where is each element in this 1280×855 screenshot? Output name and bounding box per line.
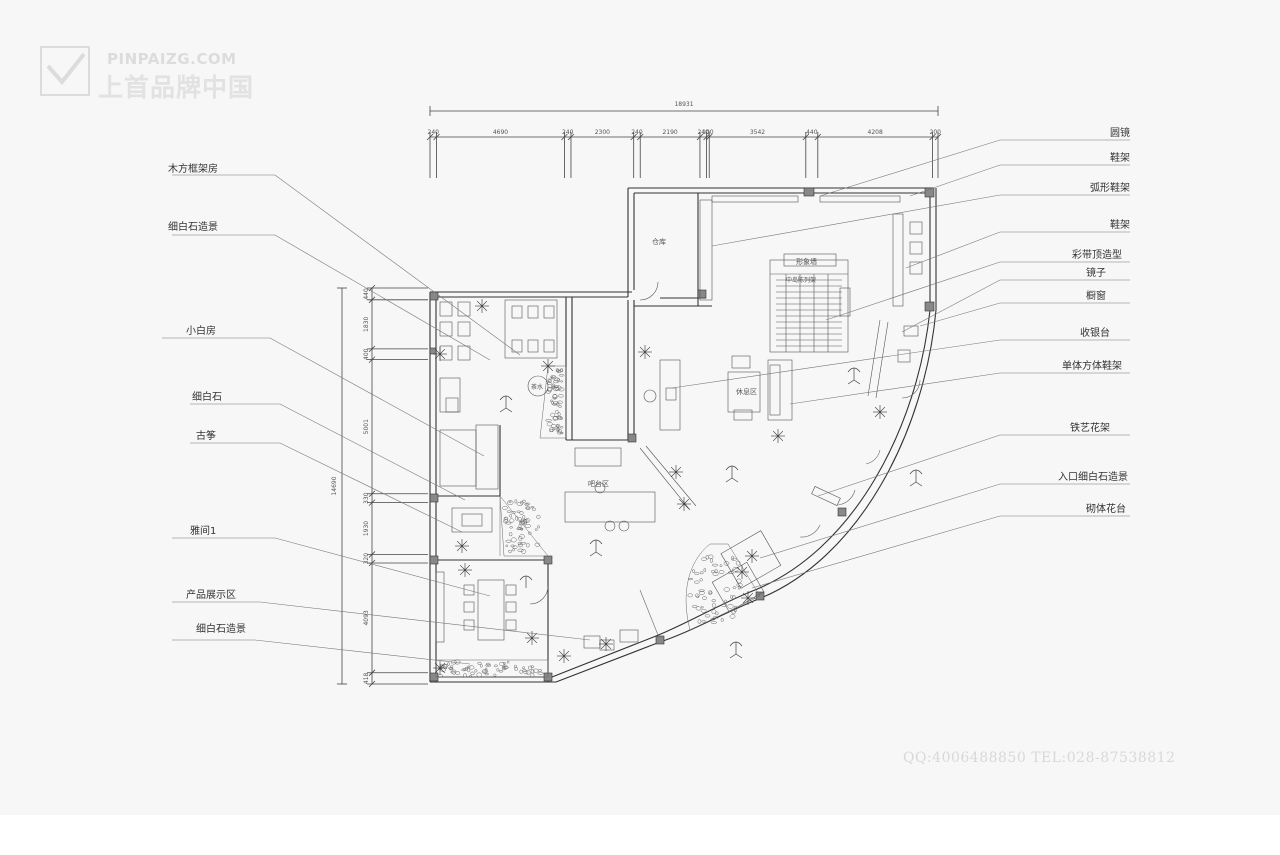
label-wooden-frame-room: 木方框架房 — [168, 162, 218, 175]
label-entrance-stone-landscape: 入口细白石造景 — [1058, 470, 1128, 483]
label-fine-white-stone: 细白石 — [192, 390, 222, 403]
room-label-cooler: 茶水 — [531, 383, 543, 391]
left-dimension-chain — [337, 284, 428, 688]
watermark-brand-en: PINPAIZG.COM — [107, 50, 237, 68]
top-dim-value: 240 — [631, 129, 643, 136]
label-mirror: 镜子 — [1086, 266, 1106, 279]
label-fine-white-stone-landscape: 细白石造景 — [168, 220, 218, 233]
left-dim-value: 4093 — [363, 610, 370, 625]
top-dimension-chain — [426, 106, 942, 178]
label-ribbon-ceiling: 彩带顶造型 — [1072, 248, 1122, 261]
label-shoe-rack-2: 鞋架 — [1110, 218, 1130, 231]
total-width-label: 18931 — [674, 101, 693, 108]
label-guzheng: 古筝 — [196, 429, 216, 442]
left-dim-value: 440 — [363, 288, 370, 300]
interior-doors — [527, 281, 659, 605]
label-fine-white-stone-landscape-2: 细白石造景 — [196, 622, 246, 635]
leader-lines — [162, 139, 1130, 665]
top-dim-value: 2300 — [595, 129, 610, 136]
left-dim-value: 1830 — [363, 317, 370, 332]
watermark-brand-cn: 上首品牌中国 — [98, 73, 255, 102]
masonry-planters — [711, 530, 782, 613]
top-dim-value: 2190 — [662, 129, 677, 136]
label-shop-window: 橱窗 — [1086, 289, 1106, 302]
top-dim-value: 240 — [428, 129, 440, 136]
top-dim-value: 200 — [930, 129, 942, 136]
contact-info: QQ:4006488850 TEL:028-87538812 — [903, 750, 1176, 766]
room-label-rest: 休息区 — [736, 387, 757, 396]
walls — [429, 187, 937, 683]
plants — [433, 299, 887, 675]
left-dim-value: 400 — [363, 348, 370, 360]
top-dim-value: 4690 — [493, 129, 508, 136]
label-private-room-1: 雅间1 — [190, 524, 216, 537]
label-iron-flower-stand: 铁艺花架 — [1070, 421, 1110, 434]
left-dim-value: 330 — [363, 492, 370, 504]
label-single-cube-shoe-rack: 单体方体鞋架 — [1062, 359, 1122, 372]
label-cashier: 收银台 — [1080, 326, 1110, 339]
label-round-mirror: 圆镜 — [1110, 126, 1130, 139]
left-dim-value: 418 — [363, 672, 370, 684]
left-dim-value: 5001 — [363, 419, 370, 434]
pinpai-logo-icon — [40, 46, 90, 96]
label-small-white-room: 小白房 — [186, 324, 216, 337]
total-height-label: 14690 — [331, 476, 338, 495]
facade-doors — [639, 379, 921, 641]
left-dim-value: 1930 — [363, 521, 370, 536]
left-dim-value: 320 — [363, 553, 370, 565]
top-dim-value: 440 — [806, 129, 818, 136]
furniture — [435, 195, 923, 651]
top-dim-value: 240 — [562, 129, 574, 136]
label-shoe-rack: 鞋架 — [1110, 151, 1130, 164]
top-dim-value: 100 — [702, 129, 714, 136]
top-dim-value: 3542 — [750, 129, 765, 136]
label-masonry-planter: 砌体花台 — [1086, 502, 1126, 515]
people — [499, 367, 923, 659]
top-dim-value: 240 — [697, 129, 709, 136]
label-product-display-area: 产品展示区 — [186, 588, 236, 601]
drawing-sheet: PINPAIZG.COM 上首品牌中国 18931 240 4690 240 2300… — [40, 46, 1176, 766]
curved-storefront — [551, 309, 937, 683]
room-label-display: 形象墙 — [796, 257, 817, 266]
stone-landscape — [435, 365, 761, 678]
top-dim-value: 4208 — [868, 129, 883, 136]
room-label-bar: 吧台区 — [588, 479, 609, 488]
room-label-display-sub: 中岛陈列架 — [786, 276, 816, 284]
columns — [429, 187, 935, 682]
label-curved-shoe-rack: 弧形鞋架 — [1090, 181, 1130, 194]
room-label-storage: 仓库 — [652, 237, 666, 246]
